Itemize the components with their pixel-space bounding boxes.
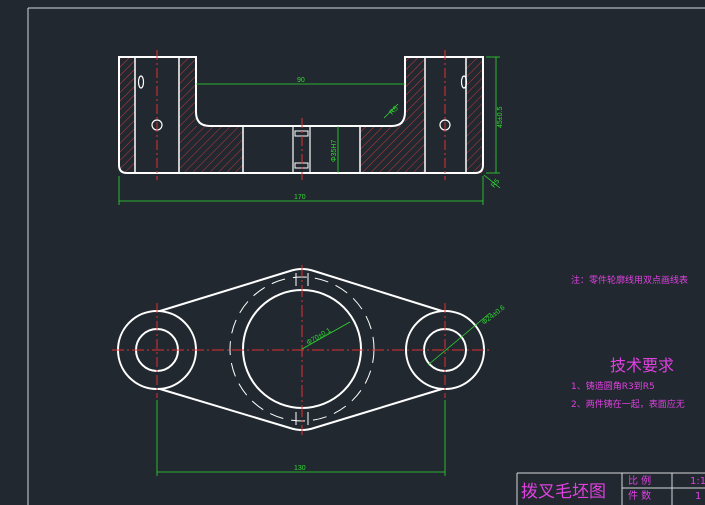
dim-right-height: 45±0.5 (497, 107, 504, 128)
drawing-frame (27, 7, 705, 505)
section-dimensions: 90 170 45±0.5 Φ35H7 R5 R5 (118, 56, 504, 205)
hatch-right-outer (466, 57, 483, 173)
dim-center-bore: Φ35H7 (331, 140, 338, 162)
dim-top-overall-width: 170 (294, 194, 306, 201)
dim-top-inner-width: 90 (297, 77, 305, 84)
hatch-left-bottom (196, 126, 243, 173)
title-block-count-label: 件 数 (628, 489, 651, 502)
dim-small-dia: Φ24±0.6 (481, 304, 507, 326)
title-block-count-value: 1 (695, 491, 701, 502)
drawing-note: 注：零件轮廓线用双点画线表 (571, 274, 688, 286)
tech-requirement-2: 2、两件铸在一起，表面应无 (571, 398, 685, 410)
hatch-right-bottom (360, 126, 405, 173)
hatch-right-inner (405, 57, 425, 173)
dim-small-radius: R5 (388, 105, 399, 116)
title-block-name: 拨叉毛坯图 (521, 482, 606, 502)
dim-bottom-center-distance: 130 (294, 465, 306, 472)
title-block: 拨叉毛坯图 比 例 1:1 件 数 1 (516, 472, 705, 505)
plan-view (112, 265, 492, 435)
hatch-left-outer (119, 57, 135, 173)
tech-requirements-title: 技术要求 (610, 356, 674, 375)
section-outline (118, 56, 484, 174)
title-block-scale-value: 1:1 (690, 476, 705, 487)
hatch-left-inner (179, 57, 196, 173)
tech-requirement-1: 1、铸造圆角R3到R5 (571, 380, 655, 392)
dim-large-dia: Φ70±0.1 (306, 327, 333, 347)
title-block-scale-label: 比 例 (628, 474, 651, 487)
dim-corner-r: R5 (490, 178, 501, 189)
section-view (118, 50, 484, 180)
